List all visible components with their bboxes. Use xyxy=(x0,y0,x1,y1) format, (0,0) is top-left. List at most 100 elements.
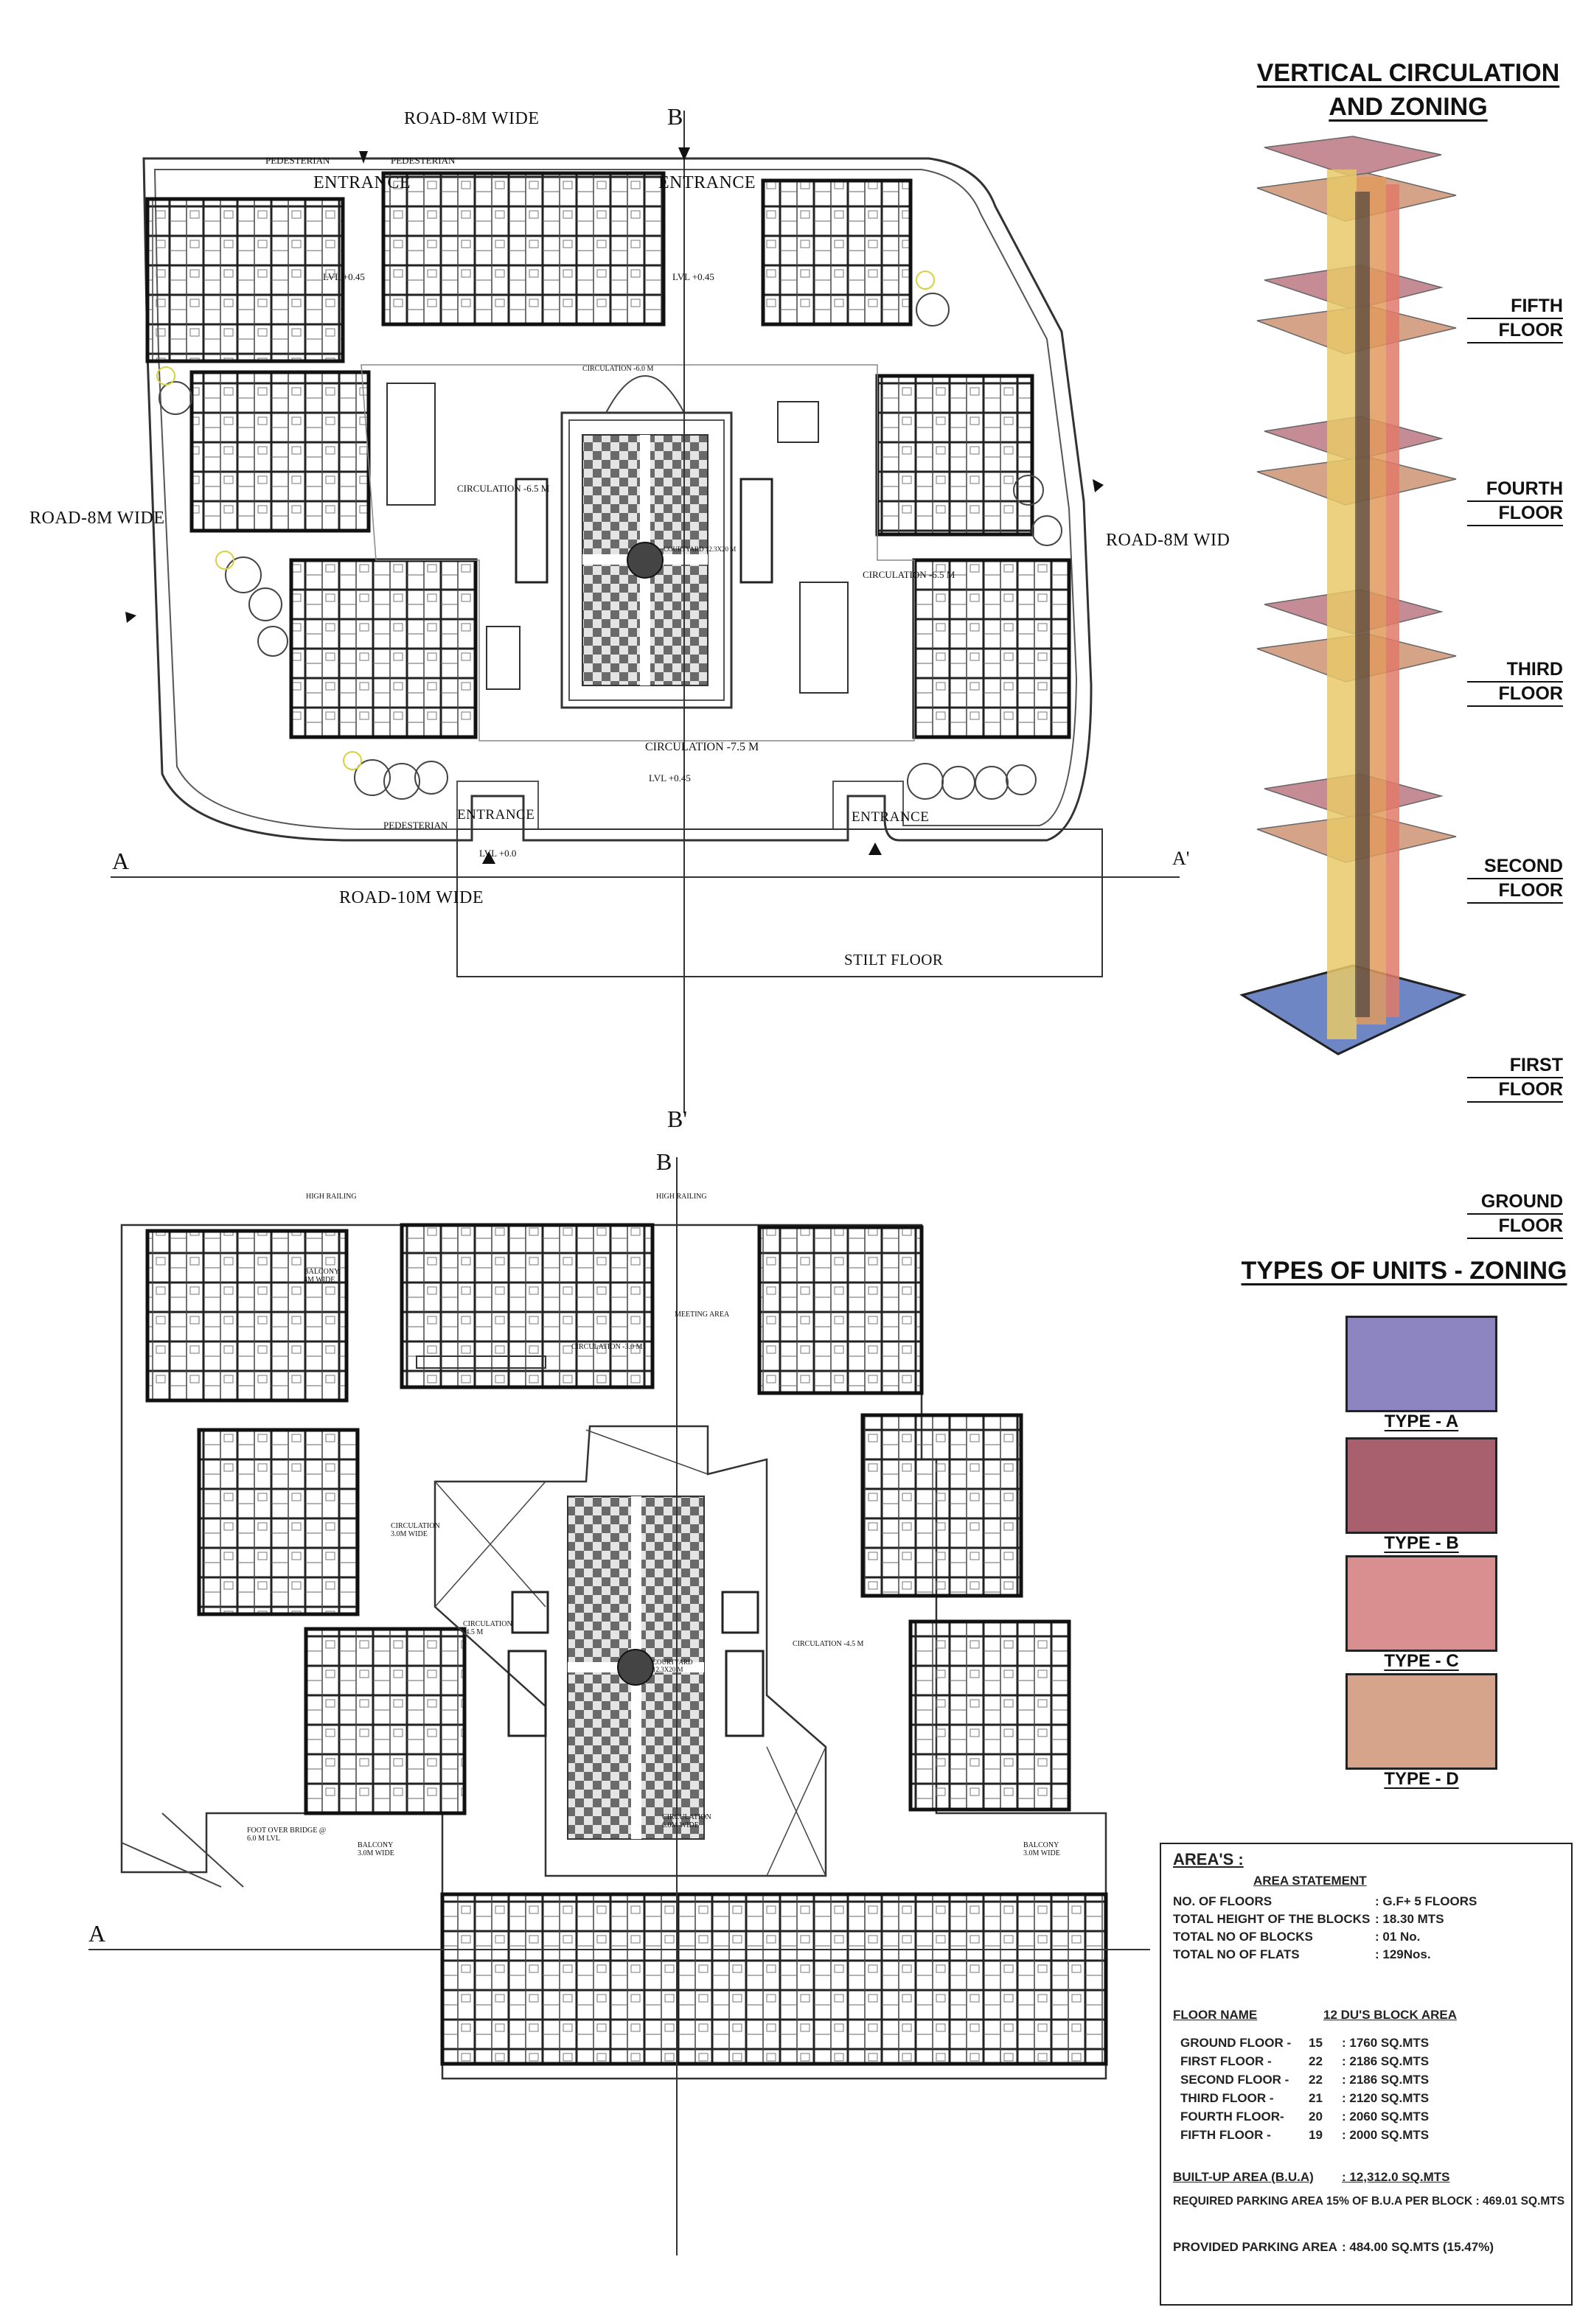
type-d-label: TYPE - D xyxy=(1384,1769,1459,1789)
pedestrian-label: PEDESTERIAN xyxy=(265,155,330,166)
type-c-label: TYPE - C xyxy=(1384,1651,1459,1671)
floor-area-units: 15 xyxy=(1309,2036,1323,2050)
fountain xyxy=(627,542,664,579)
balcony-label: BALCONY 3.0M WIDE xyxy=(358,1841,394,1857)
floor-area-value: : 2186 SQ.MTS xyxy=(1342,2073,1430,2087)
floor-area-units: 22 xyxy=(1309,2073,1323,2087)
section-a-label: A xyxy=(112,848,130,874)
water-feature xyxy=(799,582,849,694)
floor-area-units: 19 xyxy=(1309,2128,1323,2142)
entrance-label: ENTRANCE xyxy=(457,807,535,823)
site-boundary xyxy=(142,157,1093,842)
vertical-circulation-panel: VERTICAL CIRCULATION AND ZONING xyxy=(1194,52,1577,1260)
floor-area-name: SECOND FLOOR - xyxy=(1180,2073,1289,2087)
unit-block xyxy=(304,1627,467,1815)
road-left-label: ROAD-8M WIDE xyxy=(29,509,165,528)
unit-block xyxy=(400,1223,655,1389)
section-b-label: B xyxy=(667,103,683,130)
circulation-right-label: CIRCULATION -6.5 M xyxy=(863,569,955,580)
unit-block xyxy=(381,171,666,327)
trees xyxy=(159,293,1062,800)
statement-value: : 01 No. xyxy=(1375,1930,1421,1944)
road-right-label: ROAD-8M WID xyxy=(1106,531,1230,550)
lift-core xyxy=(721,1591,759,1634)
parking-provided-label: PROVIDED PARKING AREA xyxy=(1173,2240,1337,2254)
unit-block xyxy=(145,197,345,363)
stilt-floor-label: STILT FLOOR xyxy=(844,951,944,969)
staircase xyxy=(739,478,773,584)
floor-area-units: 22 xyxy=(1309,2054,1323,2068)
floor-area-value: : 2000 SQ.MTS xyxy=(1342,2128,1430,2142)
floor-area-name: THIRD FLOOR - xyxy=(1180,2091,1274,2105)
courtyard-label: COURTYARD 12.3X20 M xyxy=(652,1658,693,1673)
bua-label: BUILT-UP AREA (B.U.A) xyxy=(1173,2170,1314,2184)
vertical-cores xyxy=(1327,170,1399,1039)
type-d-swatch xyxy=(1346,1673,1497,1770)
floor-area-name: FOURTH FLOOR- xyxy=(1180,2110,1284,2124)
statement-label: NO. OF FLOORS xyxy=(1173,1894,1273,1908)
fountain xyxy=(617,1649,654,1686)
areas-title: AREA'S : xyxy=(1173,1850,1244,1868)
level-marker: LVL +0.45 xyxy=(649,772,691,784)
courtyard-label: COURTYARD 12.3X20 M xyxy=(664,545,737,553)
balcony-label: BALCONY 4M WIDE xyxy=(304,1268,339,1284)
vertical-circulation-title-2: AND ZONING xyxy=(1329,93,1488,121)
type-b-label: TYPE - B xyxy=(1384,1533,1459,1553)
unit-types-panel: TYPES OF UNITS - ZONING TYPE - A TYPE - … xyxy=(1231,1257,1577,1810)
typical-floor-drawing xyxy=(88,1157,1150,2255)
stilt-floor-outline xyxy=(456,828,1103,977)
lift-core xyxy=(511,1591,549,1634)
floor-area-name: FIRST FLOOR - xyxy=(1180,2054,1272,2068)
road-bottom-label: ROAD-10M WIDE xyxy=(339,888,484,907)
unit-block xyxy=(197,1428,360,1616)
unit-block xyxy=(761,178,913,327)
type-a-swatch xyxy=(1346,1316,1497,1412)
high-railing-label: HIGH RAILING xyxy=(306,1193,357,1201)
staircase xyxy=(725,1650,765,1737)
circulation-label: CIRCULATION 3.0M WIDE xyxy=(391,1522,440,1538)
ground-floor-plan: ROAD-8M WIDE ROAD-8M WIDE ROAD-8M WID RO… xyxy=(0,0,1230,1135)
level-marker: LVL +0.0 xyxy=(479,848,517,859)
water-feature xyxy=(386,383,436,506)
type-a-label: TYPE - A xyxy=(1384,1412,1459,1431)
circulation-bottom-label: CIRCULATION -7.5 M xyxy=(645,741,759,753)
circulation-top-label: CIRCULATION -6.0 M xyxy=(582,365,654,373)
high-railing-label: HIGH RAILING xyxy=(656,1193,707,1201)
area-statement-panel: AREA'S : AREA STATEMENT NO. OF FLOORS : … xyxy=(1160,1843,1573,2306)
area-statement-title: AREA STATEMENT xyxy=(1253,1874,1367,1888)
circulation-label: CIRCULATION -4.5 M xyxy=(463,1620,512,1636)
staircase xyxy=(507,1650,547,1737)
entrance-label: ENTRANCE xyxy=(852,809,930,825)
floor-area-value: : 2186 SQ.MTS xyxy=(1342,2054,1430,2068)
circulation-label: CIRCULATION 6.0M WIDE xyxy=(662,1813,711,1829)
typical-floor-plan: HIGH RAILING HIGH RAILING BALCONY 4M WID… xyxy=(0,1135,1150,2285)
section-a2-label: A' xyxy=(1172,848,1190,869)
statement-label: TOTAL NO OF BLOCKS xyxy=(1173,1930,1313,1944)
type-b-swatch xyxy=(1346,1437,1497,1534)
section-b-label: B xyxy=(656,1148,672,1175)
parking-required: REQUIRED PARKING AREA 15% OF B.U.A PER B… xyxy=(1173,2195,1565,2208)
floor-area-name: FIFTH FLOOR - xyxy=(1180,2128,1271,2142)
entrance-label: ENTRANCE xyxy=(658,173,756,192)
pedestrian-label: PEDESTERIAN xyxy=(391,155,456,166)
unit-types-title: TYPES OF UNITS - ZONING xyxy=(1241,1257,1567,1285)
unit-block xyxy=(289,558,478,739)
statement-value: : 18.30 MTS xyxy=(1375,1912,1444,1926)
floor-area-value: : 2060 SQ.MTS xyxy=(1342,2110,1430,2124)
staircase xyxy=(515,478,549,584)
unit-block xyxy=(912,558,1071,739)
statement-label: TOTAL NO OF FLATS xyxy=(1173,1947,1300,1961)
unit-block xyxy=(440,1892,1108,2066)
foot-over-bridge xyxy=(121,1842,222,1888)
unit-block xyxy=(908,1619,1071,1812)
entrance-label: ENTRANCE xyxy=(313,173,411,192)
floor-area-name: GROUND FLOOR - xyxy=(1180,2036,1292,2050)
unit-block xyxy=(145,1229,349,1403)
circulation-left-label: CIRCULATION -6.5 M xyxy=(457,483,550,494)
